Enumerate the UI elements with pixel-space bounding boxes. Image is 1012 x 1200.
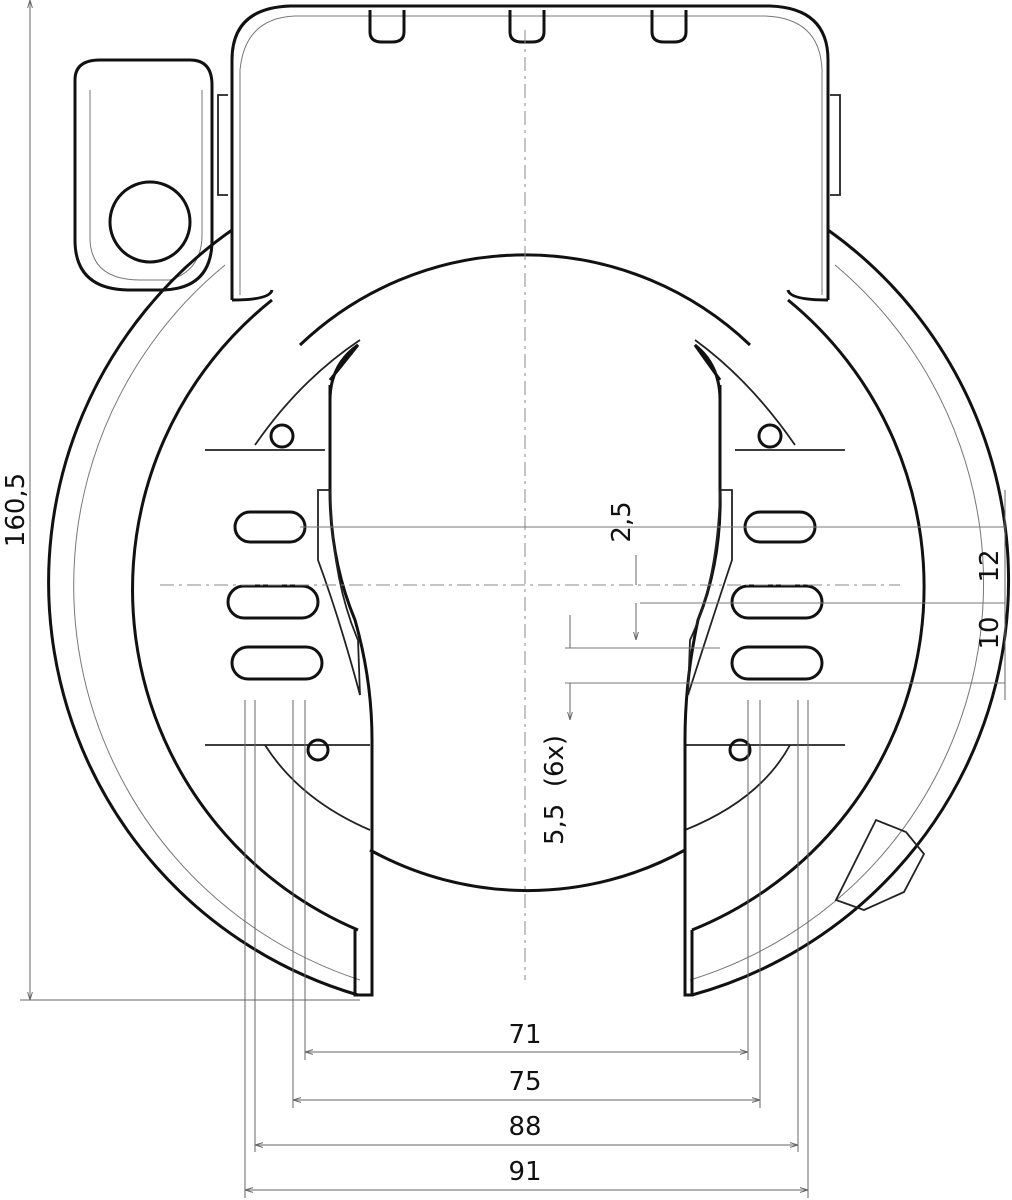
dimension-label-91: 91	[508, 1157, 541, 1187]
lock-housing	[217, 4, 841, 300]
dimension-label-75: 75	[508, 1067, 541, 1097]
dimension-label-pitch-10: 10	[975, 616, 1005, 649]
dimension-label-slot-length: 5,5 (6x)	[540, 735, 570, 845]
lock-ring	[47, 228, 1011, 997]
mounting-clip	[73, 58, 214, 292]
dimension-lines	[20, 0, 1006, 1198]
dimension-label-88: 88	[508, 1112, 541, 1142]
clip-hole	[108, 180, 192, 264]
dimension-label-slot-width: 2,5	[607, 501, 637, 542]
center-lines	[160, 30, 1005, 980]
dimension-label-71: 71	[508, 1020, 541, 1050]
lock-bolt	[317, 343, 733, 850]
dimension-label-height: 160,5	[1, 473, 31, 547]
dimension-label-pitch-12: 12	[975, 549, 1005, 582]
